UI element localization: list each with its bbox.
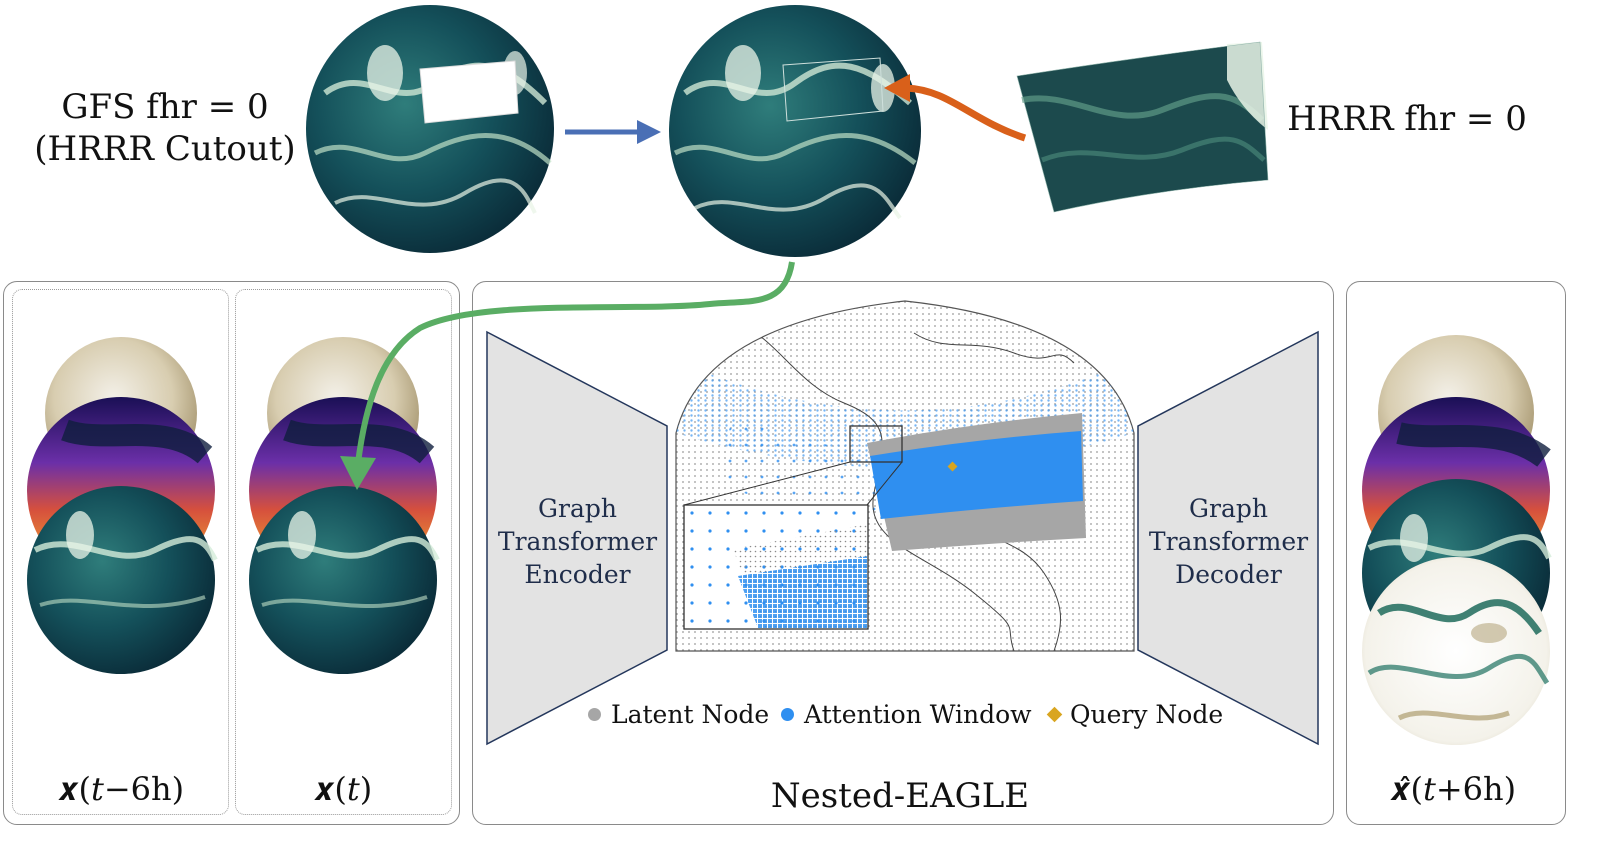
output-globe-stack <box>1362 335 1552 745</box>
model-title: Nested-EAGLE <box>770 776 1030 816</box>
decoder-label: Graph Transformer Decoder <box>1146 492 1311 591</box>
encoder-label-line2: Transformer <box>497 527 658 556</box>
legend-latent-label: Latent Node <box>611 700 770 729</box>
input-subpanel-curr <box>235 289 452 815</box>
decoder-label-line3: Decoder <box>1175 560 1282 589</box>
gfs-label-line1: GFS fhr = 0 <box>61 87 269 127</box>
merged-globe <box>669 5 921 257</box>
query-node-marker-icon <box>1046 706 1063 723</box>
caption-prev: 𝒙(𝑡−6h) <box>57 770 185 808</box>
orange-arrow <box>884 74 1027 142</box>
caption-output: 𝒙̂(𝑡+6h) <box>1389 770 1517 808</box>
encoder-trapezoid <box>486 330 668 746</box>
encoder-label: Graph Transformer Encoder <box>495 492 660 591</box>
decoder-label-line2: Transformer <box>1148 527 1309 556</box>
latent-node-marker-icon <box>588 708 601 721</box>
zoom-inset <box>683 504 869 630</box>
hrrr-patch <box>1016 41 1269 213</box>
input-subpanel-prev <box>12 289 229 815</box>
attention-window-marker-icon <box>781 708 794 721</box>
gfs-globe <box>306 5 554 253</box>
gfs-label-line2: (HRRR Cutout) <box>34 129 296 169</box>
legend-attention-label: Attention Window <box>804 700 1032 729</box>
encoder-label-line3: Encoder <box>524 560 631 589</box>
blue-arrow <box>565 120 661 144</box>
gfs-label: GFS fhr = 0 (HRRR Cutout) <box>30 86 300 170</box>
decoder-label-line1: Graph <box>1189 494 1268 523</box>
decoder-trapezoid <box>1137 330 1319 746</box>
green-arrow <box>340 261 795 490</box>
legend-attention: Attention Window <box>781 700 1032 729</box>
caption-curr: 𝒙(𝑡) <box>313 770 373 808</box>
legend-query: Query Node <box>1046 700 1224 729</box>
legend-latent: Latent Node <box>588 700 769 729</box>
legend-query-label: Query Node <box>1070 700 1224 729</box>
encoder-label-line1: Graph <box>538 494 617 523</box>
hrrr-label: HRRR fhr = 0 <box>1287 99 1527 139</box>
stack-globes-prev <box>27 337 218 674</box>
